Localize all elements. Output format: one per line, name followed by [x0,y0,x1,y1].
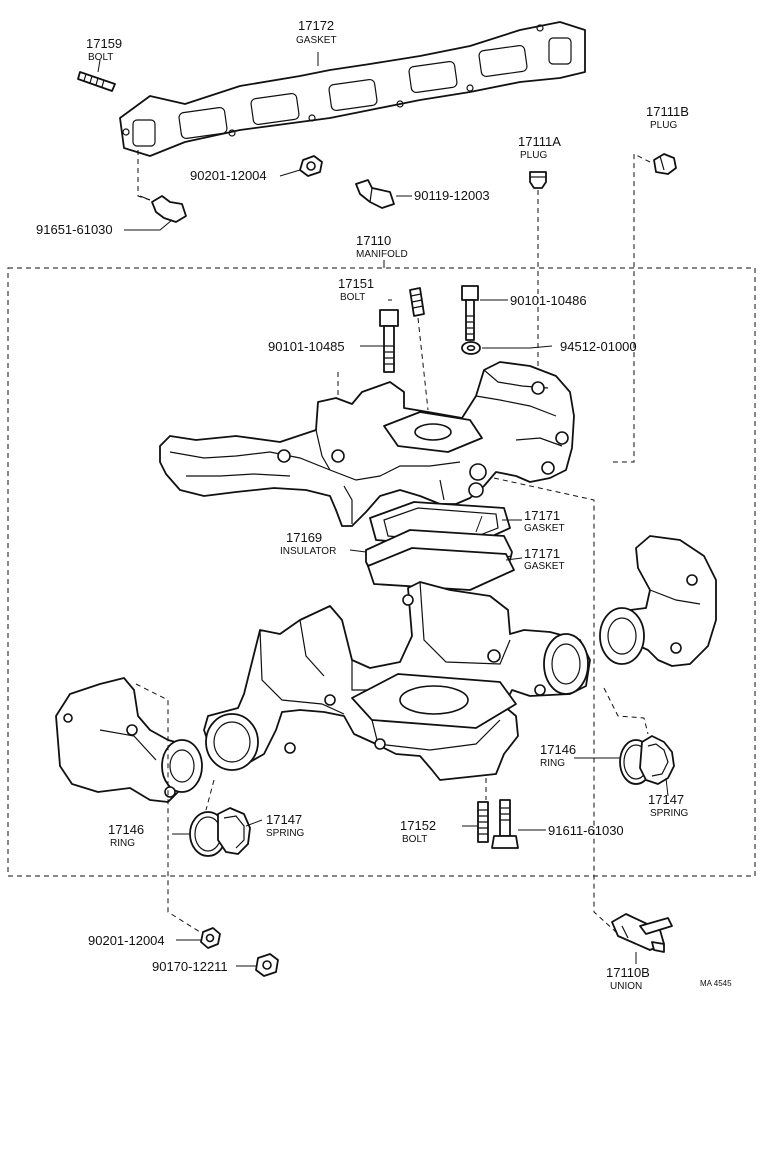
label-17111A-number: 17111A [518,134,561,149]
label-90101-10486: 90101-10486 [510,293,587,308]
label-17171-lower-name: GASKET [524,561,565,572]
label-17152-number: 17152 [400,818,436,833]
label-17147-left-number: 17147 [266,812,302,827]
label-17110B-name: UNION [610,981,642,992]
label-17172-number: 17172 [298,18,334,33]
manifold-group-boundary [7,267,756,877]
label-17146-right-name: RING [540,758,565,769]
stud-bolt-17151 [409,287,425,317]
bolt-90101-10486 [461,285,479,341]
label-17152-name: BOLT [402,834,427,845]
intake-manifold-upper [159,361,575,527]
label-17147-right-number: 17147 [648,792,684,807]
union-17110B [611,913,673,953]
label-17171-upper-name: GASKET [524,523,565,534]
bolt-91611 [491,799,519,849]
nut-90201-bottom [200,927,221,949]
label-17110B-number: 17110B [606,965,650,980]
label-90119: 90119-12003 [414,188,490,203]
gasket-17172 [119,21,586,157]
stud-bolt-17159 [77,71,116,92]
label-17111B-name: PLUG [650,120,677,131]
nut-90201-top [299,155,323,177]
label-90201-top: 90201-12004 [190,168,267,183]
bolt-91651 [139,195,187,223]
label-17159-name: BOLT [88,52,113,63]
label-90101-10485: 90101-10485 [268,339,345,354]
label-91611: 91611-61030 [548,823,624,838]
nut-90170 [255,953,279,977]
label-17169-name: INSULATOR [280,546,336,557]
label-17110-number: 17110 [356,233,391,248]
plug-17111A [529,171,547,189]
right-elbow-housing [599,535,717,667]
label-17151-name: BOLT [340,292,365,303]
label-17147-left-name: SPRING [266,828,305,839]
spring-17147-right [639,735,675,785]
intake-manifold-lower [203,581,591,781]
washer-94512 [461,341,481,355]
stud-90119 [355,179,395,209]
label-17159-number: 17159 [86,36,122,51]
label-17151-number: 17151 [338,276,374,291]
label-94512: 94512-01000 [560,339,637,354]
label-17171-upper-number: 17171 [524,508,560,523]
label-17171-lower-number: 17171 [524,546,560,561]
stud-bolt-17152 [477,801,489,843]
label-17146-left-name: RING [110,838,135,849]
label-17172-name: GASKET [296,35,337,46]
gasket-17171-lower [367,547,515,591]
label-17169-number: 17169 [286,530,322,545]
diagram-reference-code: MA 4545 [700,979,732,988]
label-90170: 90170-12211 [152,959,228,974]
label-17147-right-name: SPRING [650,808,689,819]
label-17111A-name: PLUG [520,150,547,161]
label-17111B-number: 17111B [646,104,689,119]
left-elbow-housing [55,677,203,803]
spring-17147-left [217,807,251,855]
label-91651: 91651-61030 [36,222,113,237]
bolt-90101-10485 [379,309,399,373]
plug-17111B [653,153,677,175]
label-17110-name: MANIFOLD [356,249,408,260]
label-90201-bottom: 90201-12004 [88,933,165,948]
label-17146-left-number: 17146 [108,822,144,837]
label-17146-right-number: 17146 [540,742,576,757]
